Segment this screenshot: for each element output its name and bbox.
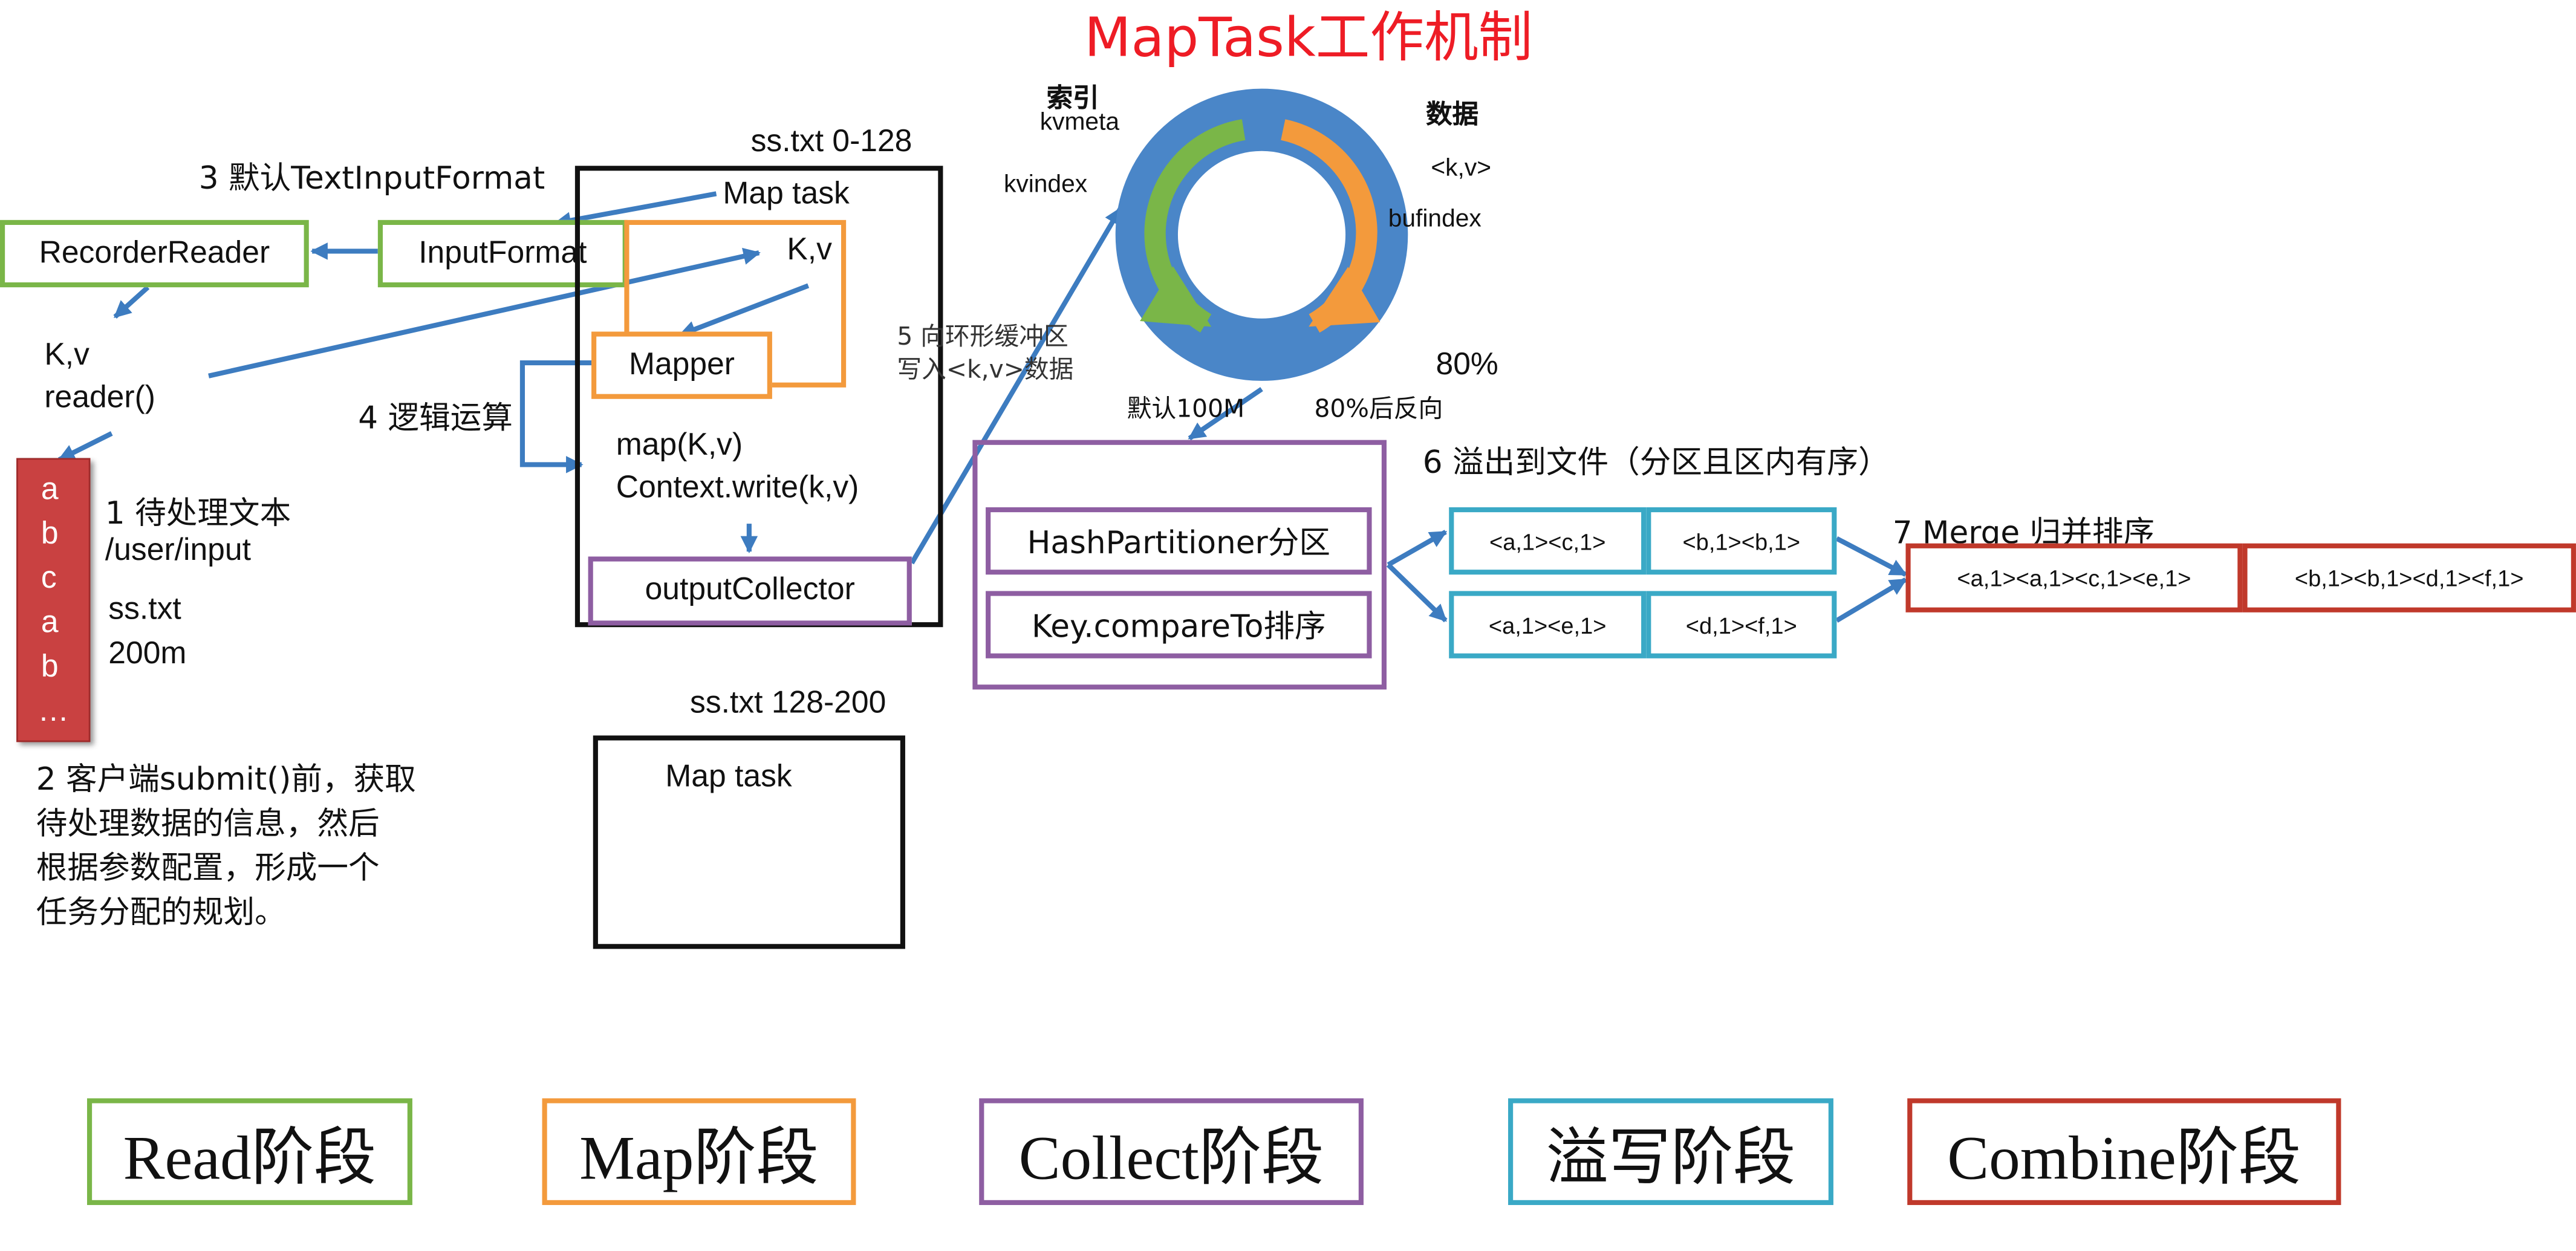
- file-letter: c: [41, 561, 57, 596]
- reader-call-label: reader(): [44, 380, 155, 415]
- map-task-2-label: Map task: [665, 760, 792, 795]
- mapper-box: Mapper: [591, 331, 772, 399]
- diagram-title: MapTask工作机制: [1084, 5, 1533, 70]
- threshold-label: 80%: [1436, 348, 1498, 383]
- map-task-1-kv: K,v: [787, 233, 832, 268]
- file-letter: a: [41, 472, 59, 507]
- context-write: Context.write(k,v): [616, 471, 859, 506]
- kv-pair-label: <k,v>: [1431, 154, 1492, 183]
- merge-cell: <b,1><b,1><d,1><f,1>: [2242, 543, 2576, 613]
- index-arrow: [1140, 119, 1246, 333]
- arrow-spill-bottom-to-merge: [1835, 577, 1907, 623]
- step2-line: 待处理数据的信息，然后: [36, 806, 380, 842]
- step2-line: 根据参数配置，形成一个: [36, 850, 380, 887]
- kvmeta-label: kvmeta: [1039, 108, 1120, 137]
- spill-cell: <a,1><c,1>: [1449, 507, 1647, 575]
- legend-spill: 溢写阶段: [1508, 1098, 1833, 1205]
- step1-line1: 1 待处理文本: [105, 495, 291, 532]
- file-name: ss.txt: [108, 593, 181, 628]
- arrow-buffer-to-collect: [1188, 387, 1263, 441]
- spill-cell: <a,1><e,1>: [1449, 591, 1647, 658]
- arrow-recorderreader-to-kv: [113, 285, 150, 319]
- step1-line2: /user/input: [105, 533, 251, 568]
- output-collector-box: outputCollector: [588, 556, 912, 626]
- file-size: 200m: [108, 637, 187, 672]
- step6-label: 6 溢出到文件（分区且区内有序）: [1422, 444, 1890, 481]
- arrow-kv-to-mapper: [678, 283, 810, 337]
- merge-cell: <a,1><a,1><c,1><e,1>: [1905, 543, 2243, 613]
- index-label: 索引: [1046, 82, 1099, 114]
- file-letter: …: [37, 694, 70, 729]
- map-call: map(K,v): [616, 428, 743, 463]
- arrow-spill-top-to-merge: [1835, 536, 1908, 577]
- legend-combine: Combine阶段: [1907, 1098, 2341, 1205]
- reader-kv-label: K,v: [44, 338, 89, 373]
- collect-frame: [972, 440, 1387, 690]
- split-1-label: ss.txt 0-128: [750, 125, 912, 160]
- data-arrow: [1281, 119, 1381, 333]
- legend-collect: Collect阶段: [979, 1098, 1364, 1205]
- ring-buffer: [1115, 88, 1408, 381]
- step2-line: 2 客户端submit()前，获取: [36, 761, 416, 798]
- data-label: 数据: [1426, 98, 1479, 130]
- arrow-reader-to-file: [57, 431, 113, 462]
- input-format-box: InputFormat: [377, 219, 628, 288]
- arrow-collect-to-spill-top: [1387, 530, 1448, 567]
- spill-cell: <d,1><f,1>: [1646, 591, 1837, 658]
- map-task-2-frame: [593, 735, 905, 949]
- legend-map: Map阶段: [542, 1098, 856, 1205]
- step3-label: 3 默认TextInputFormat: [198, 161, 545, 197]
- map-task-1-label: Map task: [723, 177, 850, 212]
- key-compare-box: Key.compareTo排序: [986, 591, 1372, 658]
- arrow-maptask-to-inputformat: [553, 191, 717, 229]
- arrow-logic-loop: [519, 360, 592, 473]
- kvindex-label: kvindex: [1003, 171, 1088, 199]
- file-letter: b: [41, 650, 59, 685]
- step5-line1: 5 向环形缓冲区: [897, 322, 1068, 352]
- input-file: a b c a b …: [16, 458, 91, 742]
- step2-line: 任务分配的规划。: [36, 894, 286, 931]
- file-letter: b: [41, 517, 59, 552]
- legend-read: Read阶段: [86, 1098, 412, 1205]
- arrow-collector-to-buffer: [909, 207, 1123, 565]
- spill-cell: <b,1><b,1>: [1646, 507, 1837, 575]
- split-2-label: ss.txt 128-200: [690, 686, 886, 721]
- arrow-collect-to-spill-bottom: [1386, 563, 1448, 623]
- recorder-reader-box: RecorderReader: [0, 219, 309, 288]
- step5-line2: 写入<k,v>数据: [897, 354, 1074, 385]
- reverse-note-label: 80%后反向: [1314, 394, 1443, 424]
- default-size-label: 默认100M: [1127, 394, 1245, 424]
- step4-label: 4 逻辑运算: [358, 400, 513, 437]
- hash-partitioner-box: HashPartitioner分区: [986, 507, 1372, 575]
- bufindex-label: bufindex: [1388, 205, 1482, 233]
- arrow-kv-to-maptask: [208, 247, 761, 379]
- file-letter: a: [41, 605, 59, 640]
